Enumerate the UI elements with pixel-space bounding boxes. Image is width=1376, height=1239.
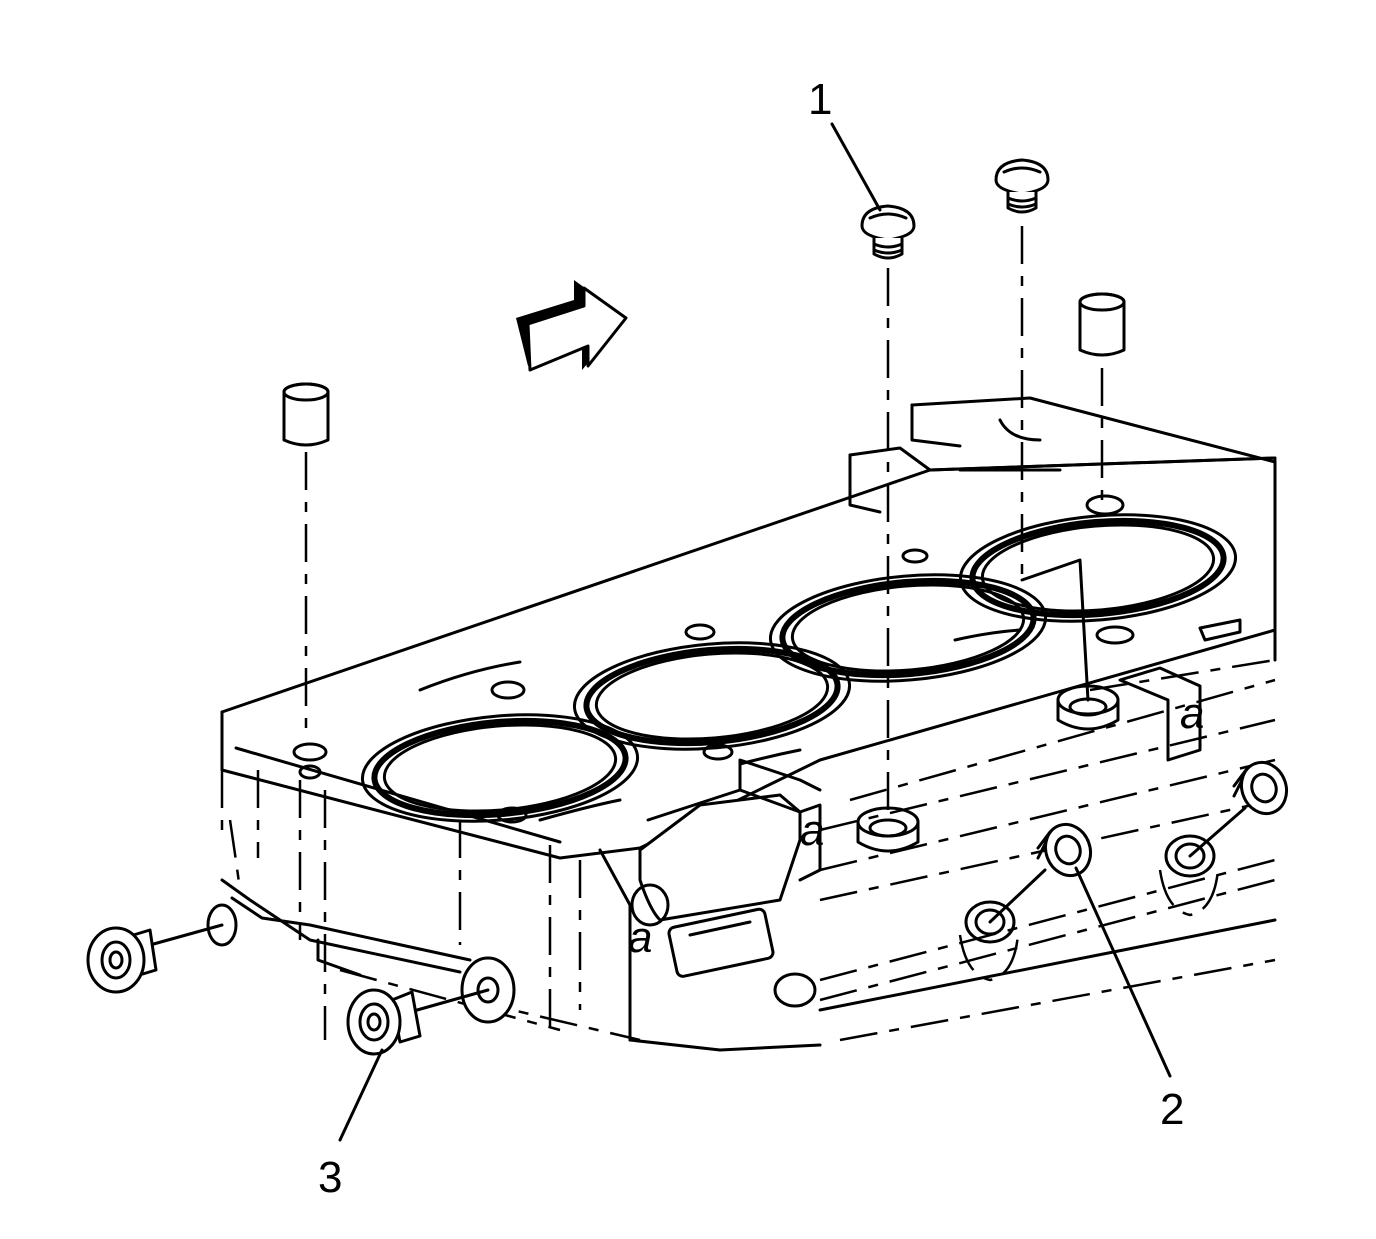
callout-2-label: 2 (1160, 1085, 1184, 1134)
front-direction-arrow-icon (516, 280, 628, 372)
plug-3-front (346, 988, 490, 1056)
callout-1: 1 (808, 75, 882, 212)
svg-text:a: a (800, 806, 824, 855)
head-bolts (860, 158, 1050, 260)
flange-mark: a (628, 913, 652, 962)
deck-water-passages (292, 418, 1242, 824)
callout-2: 2 (1074, 866, 1184, 1134)
dowel-pin-left (282, 382, 330, 447)
plug-2-left (988, 822, 1093, 924)
front-flange: a a a (628, 666, 1204, 1008)
dowel-pins (282, 292, 1126, 447)
callouts: 1 2 3 (318, 75, 1184, 1202)
installation-centerlines (304, 226, 1104, 820)
callout-3-label: 3 (318, 1153, 342, 1202)
callout-3: 3 (318, 1048, 384, 1202)
engine-block (220, 396, 1277, 1052)
callout-1-label: 1 (808, 75, 832, 124)
bolt-right (994, 158, 1050, 214)
plug-3-rear (86, 923, 224, 994)
dowel-pin-right (1078, 292, 1126, 357)
bolt-left (860, 204, 916, 260)
plug-2-right (1188, 760, 1289, 858)
